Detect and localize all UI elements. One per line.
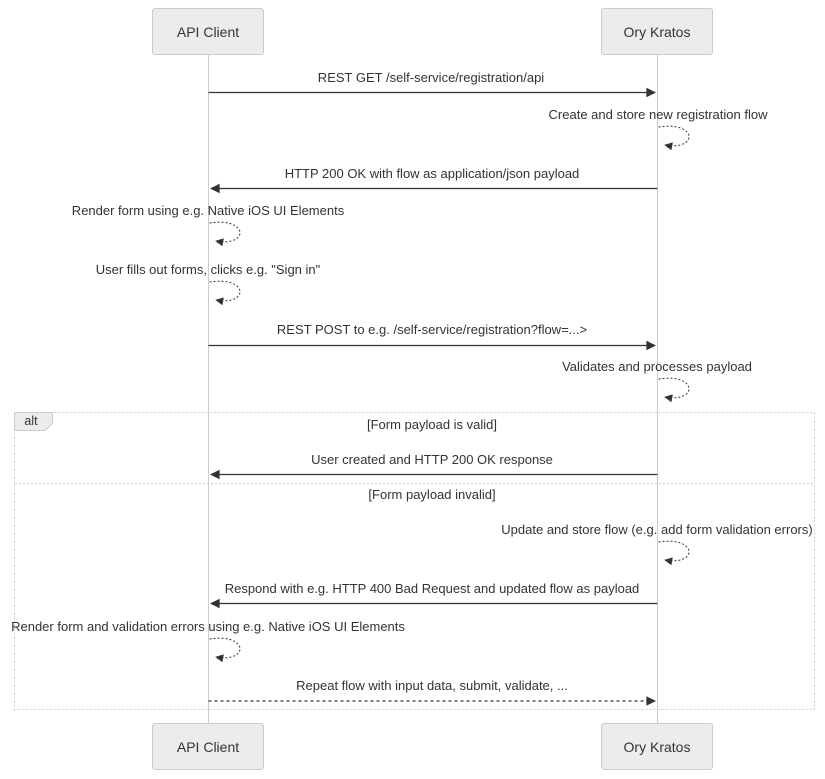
- message-create-store: Create and store new registration flow: [548, 106, 768, 122]
- self-loop-validates: [658, 377, 690, 403]
- message-http-200-flow: HTTP 200 OK with flow as application/jso…: [284, 165, 580, 181]
- message-render-form: Render form using e.g. Native iOS UI Ele…: [71, 202, 345, 218]
- self-loop-create-store: [658, 125, 690, 151]
- actor-bottom-api-client: API Client: [152, 723, 264, 770]
- self-loop-user-fills: [209, 280, 241, 306]
- message-render-errors: Render form and validation errors using …: [11, 618, 405, 634]
- message-validates: Validates and processes payload: [562, 358, 752, 374]
- alt-frame-label: alt: [24, 414, 38, 428]
- message-rest-get: REST GET /self-service/registration/api: [317, 69, 545, 85]
- message-rest-post: REST POST to e.g. /self-service/registra…: [276, 321, 588, 337]
- actor-label-api-client: API Client: [176, 23, 240, 40]
- actor-top-api-client: API Client: [152, 8, 264, 55]
- message-user-fills: User fills out forms, clicks e.g. "Sign …: [95, 261, 321, 277]
- self-loop-update-store: [658, 540, 690, 566]
- actor-top-ory-kratos: Ory Kratos: [601, 8, 713, 55]
- message-update-store: Update and store flow (e.g. add form val…: [501, 521, 813, 537]
- actor-label-ory-kratos: Ory Kratos: [623, 23, 691, 40]
- message-user-created: User created and HTTP 200 OK response: [311, 451, 553, 467]
- message-http-400: Respond with e.g. HTTP 400 Bad Request a…: [224, 580, 640, 596]
- actor-label-api-client-bottom: API Client: [176, 738, 240, 755]
- alt-label-tab: [14, 412, 53, 431]
- alt-condition-valid: [Form payload is valid]: [366, 416, 498, 432]
- actor-bottom-ory-kratos: Ory Kratos: [601, 723, 713, 770]
- alt-condition-invalid: [Form payload invalid]: [368, 486, 496, 502]
- message-repeat-flow: Repeat flow with input data, submit, val…: [296, 677, 568, 693]
- actor-label-ory-kratos-bottom: Ory Kratos: [623, 738, 691, 755]
- alt-frame: [14, 412, 815, 710]
- self-loop-render-form: [209, 221, 241, 247]
- self-loop-render-errors: [209, 637, 241, 663]
